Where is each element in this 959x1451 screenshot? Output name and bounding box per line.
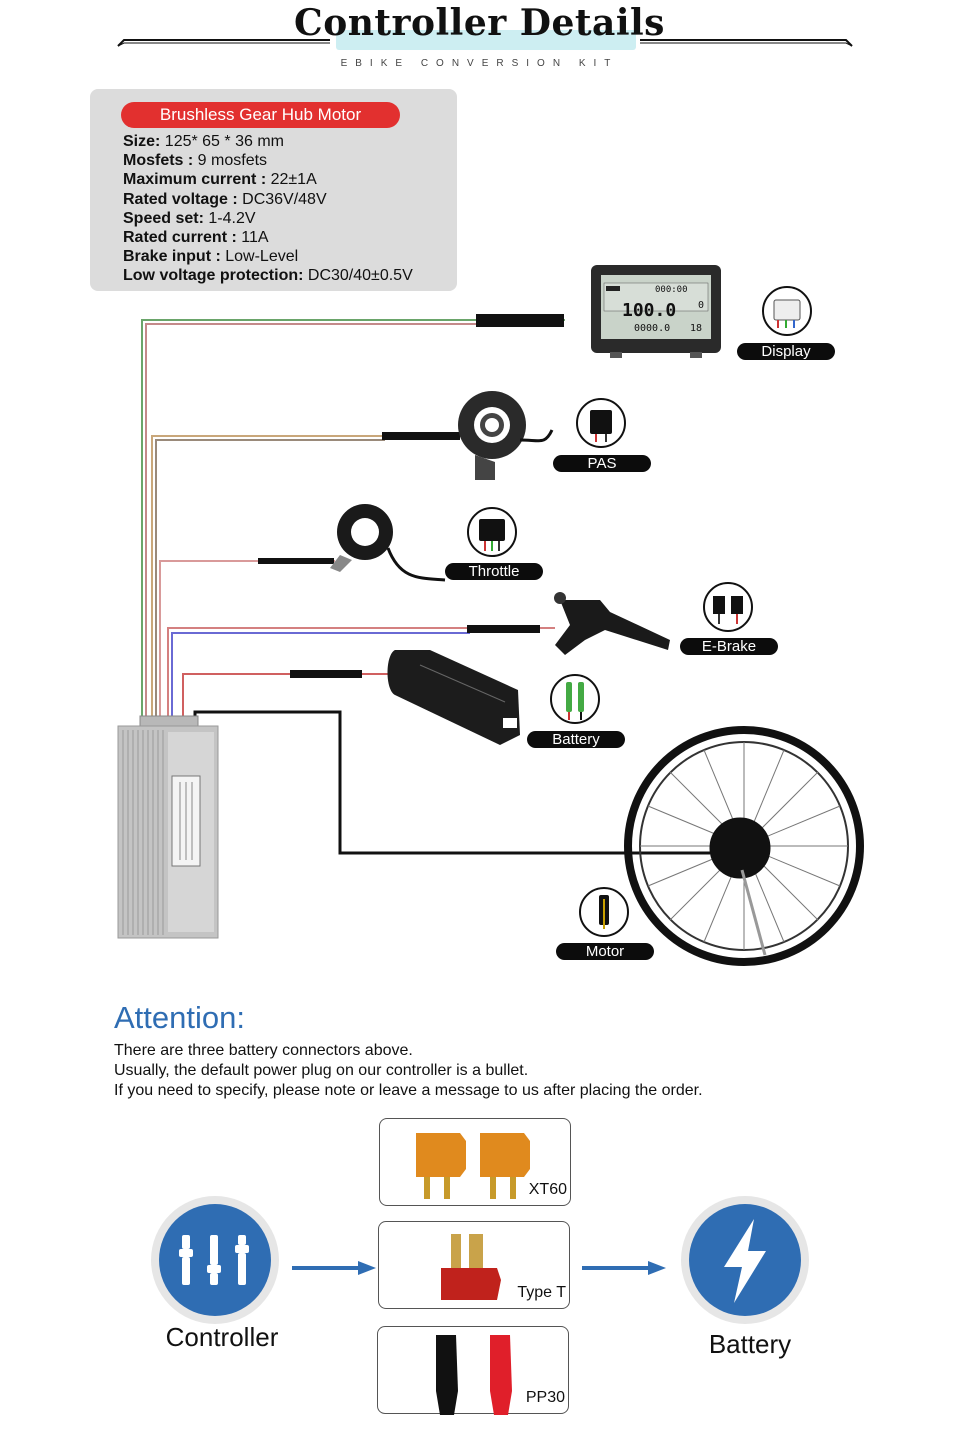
motor-connector-icon [579,887,629,937]
lcd-readout-5: 18 [690,323,702,334]
display-wire [141,319,565,725]
type-t-connector-icon [441,1234,501,1300]
header-rule [117,39,853,47]
lcd-readout-1: 000:00 [655,285,688,295]
controller-unit [117,715,219,939]
lightning-icon [724,1219,766,1303]
battery-connector-icon [550,674,600,724]
lcd-display [591,265,721,358]
spec-item: Rated current : 11A [123,229,269,247]
type-t-name: Type T [517,1284,566,1301]
attention-heading: Attention: [114,1000,245,1035]
battery-wire [182,673,390,725]
lcd-readout-2: 100.0 [622,300,676,321]
throttle-connector-icon [467,507,517,557]
spec-item: Rated voltage : DC36V/48V [123,190,327,208]
brake-wire-sleeve [467,625,540,633]
attention-text: There are three battery connectors above… [114,1041,703,1101]
spec-heading: Brushless Gear Hub Motor [121,102,400,128]
display-label: Display [737,343,835,360]
arrow-right-icon [292,1261,376,1275]
spec-list: Size: 125* 65 * 36 mm Mosfets : 9 mosfet… [123,132,413,286]
spec-item: Brake input : Low-Level [123,248,299,266]
wiring-diagram: 000:00 100.0 0 0000.0 18 [117,265,864,966]
battery-label: Battery [527,731,625,748]
pp30-name: PP30 [525,1389,565,1406]
pp30-connector-icon [436,1335,512,1415]
page-subtitle: EBIKE CONVERSION KIT [340,58,619,69]
pas-sensor [458,391,554,480]
xt60-connector-icon [416,1133,530,1199]
pas-label: PAS [553,455,651,472]
display-wire-sleeve [476,314,564,327]
ebrake-connector-icon [703,582,753,632]
connector-pp30: PP30 [377,1326,569,1415]
brake-lever [554,592,670,655]
display-connector-icon [762,286,812,336]
battery-wire-sleeve [290,670,362,678]
pas-wire [151,435,465,725]
flow-right-label: Battery [708,1329,792,1359]
wheel [624,726,864,966]
attention-line: There are three battery connectors above… [114,1042,413,1059]
throttle-wire-sleeve [258,558,334,564]
spec-item: Mosfets : 9 mosfets [123,152,268,170]
battery-flow-icon [681,1196,809,1324]
page-title: Controller Details [294,2,665,44]
pas-connector-icon [576,398,626,448]
spec-panel: Brushless Gear Hub Motor Size: 125* 65 *… [90,89,457,291]
throttle-label: Throttle [445,563,543,580]
attention-line: If you need to specify, please note or l… [114,1082,703,1099]
throttle-wire [159,560,335,725]
spec-item: Low voltage protection: DC30/40±0.5V [123,267,413,285]
battery-pack [387,650,520,745]
pas-wire-sleeve [382,432,460,440]
title-highlight [336,30,636,50]
controller-flow-icon [151,1196,279,1324]
throttle-unit [330,504,446,582]
arrow-right-icon [582,1261,666,1275]
connector-xt60: XT60 [379,1118,571,1206]
ebrake-label: E-Brake [680,638,778,655]
spec-item: Size: 125* 65 * 36 mm [123,133,284,150]
lcd-readout-3: 0 [698,300,704,311]
spec-item: Speed set: 1-4.2V [123,209,256,227]
brake-wire [167,627,555,725]
spec-item: Maximum current : 22±1A [123,171,317,189]
xt60-name: XT60 [528,1181,567,1198]
connector-type-t: Type T [378,1221,570,1309]
lcd-readout-4: 0000.0 [634,323,670,334]
attention-line: Usually, the default power plug on our c… [114,1062,529,1079]
motor-label: Motor [556,943,654,960]
flow-left-label: Controller [165,1322,279,1352]
